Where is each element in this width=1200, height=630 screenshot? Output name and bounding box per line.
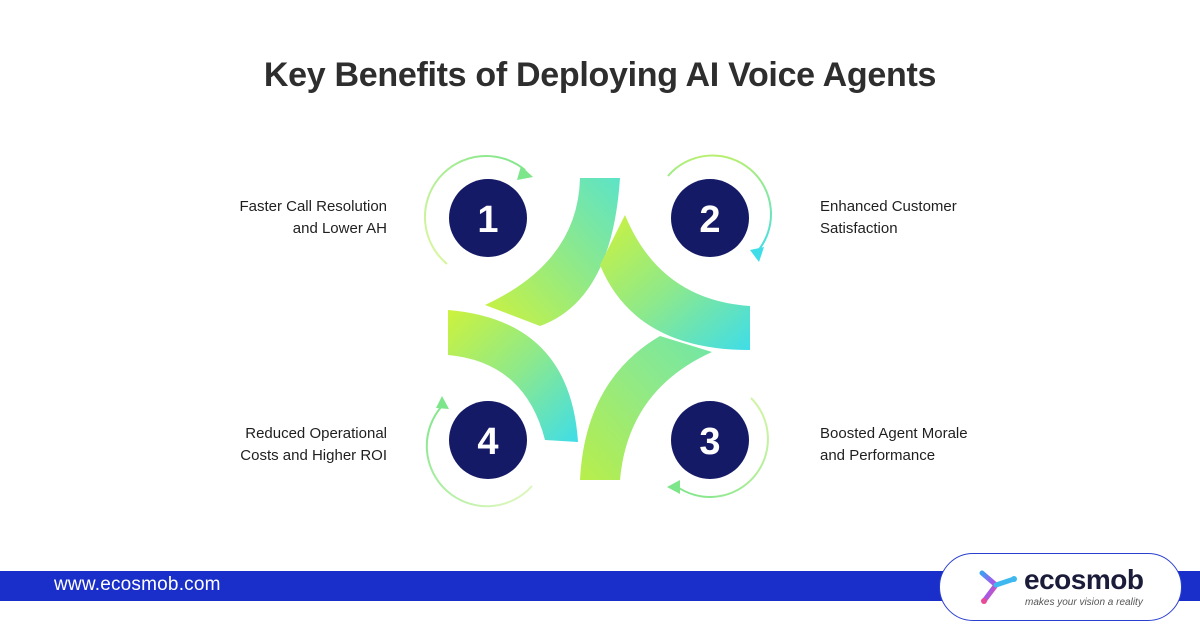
arrow-arc-1 — [423, 154, 526, 265]
petal-top-right — [600, 215, 750, 350]
petal-top-left — [485, 178, 620, 326]
arrowhead-1 — [517, 166, 533, 180]
footer-website-link[interactable]: www.ecosmob.com — [54, 574, 221, 595]
arrow-arc-4 — [425, 405, 533, 508]
number-label-1: 1 — [477, 199, 498, 241]
benefit-3-line-1: Boosted Agent Morale — [820, 425, 968, 442]
arrow-arc-2 — [667, 154, 772, 253]
ecosmob-logo-icon — [979, 570, 1017, 604]
number-circle-2: 2 — [671, 179, 749, 257]
number-circle-3: 3 — [671, 401, 749, 479]
benefit-4-text: Reduced Operational Costs and Higher ROI — [157, 423, 387, 467]
benefit-2-line-2: Satisfaction — [820, 220, 898, 237]
arrowhead-3 — [667, 480, 680, 494]
number-label-4: 4 — [477, 421, 498, 463]
arrowhead-4 — [436, 396, 449, 409]
benefit-1-line-2: and Lower AH — [292, 220, 387, 237]
number-circle-1: 1 — [449, 179, 527, 257]
benefit-4-line-2: Costs and Higher ROI — [240, 447, 387, 464]
number-circle-4: 4 — [449, 401, 527, 479]
number-label-3: 3 — [699, 421, 720, 463]
benefit-2-text: Enhanced Customer Satisfaction — [820, 196, 1050, 240]
benefit-2-line-1: Enhanced Customer — [820, 198, 957, 215]
arrowhead-2 — [750, 247, 764, 262]
petal-bottom-left — [448, 310, 578, 442]
benefit-3-line-2: and Performance — [820, 447, 936, 464]
brand-logo-badge: ecosmob makes your vision a reality — [939, 553, 1182, 621]
arrow-arc-3 — [675, 397, 769, 498]
brand-tagline: makes your vision a reality — [1025, 597, 1143, 608]
benefit-1-line-1: Faster Call Resolution — [239, 198, 387, 215]
petal-bottom-right — [580, 336, 712, 480]
number-label-2: 2 — [699, 199, 720, 241]
brand-name: ecosmob — [1024, 564, 1144, 595]
benefit-4-line-1: Reduced Operational — [245, 425, 387, 442]
benefit-1-text: Faster Call Resolution and Lower AH — [157, 196, 387, 240]
benefit-3-text: Boosted Agent Morale and Performance — [820, 423, 1050, 467]
page-title: Key Benefits of Deploying AI Voice Agent… — [263, 56, 937, 94]
